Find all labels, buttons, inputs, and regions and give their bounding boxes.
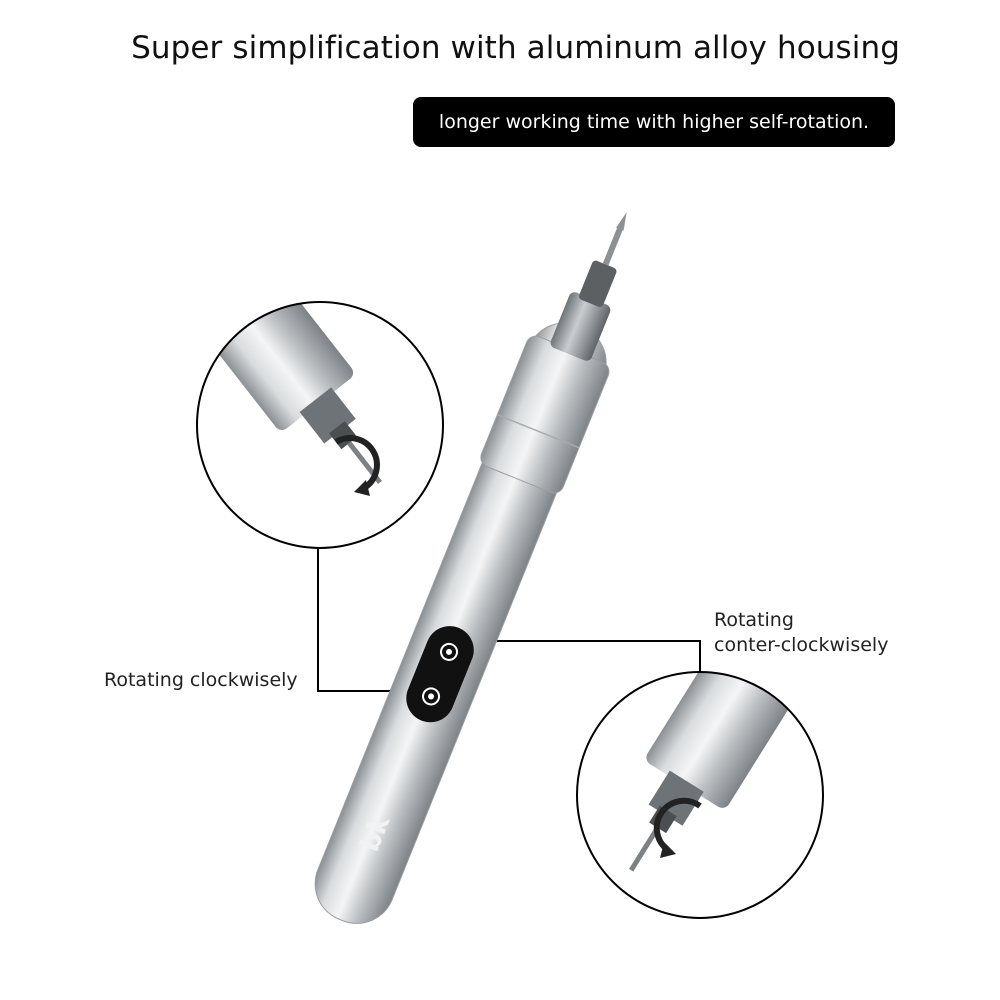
- callout-counterclockwise-line1: Rotating: [714, 609, 794, 631]
- rotate-clockwise-icon: [334, 435, 380, 496]
- screwdriver-body: bk: [314, 212, 627, 924]
- detail-circle-clockwise: [196, 301, 444, 549]
- button-icon[interactable]: [439, 642, 460, 663]
- subheadline-pill: longer working time with higher self-rot…: [413, 97, 895, 147]
- connector-line-clockwise: [317, 548, 402, 692]
- button-icon[interactable]: [421, 686, 442, 707]
- callout-counterclockwise-label: Rotating conter-clockwisely: [714, 608, 888, 658]
- headline: Super simplification with aluminum alloy…: [131, 30, 900, 66]
- connector-line-counterclockwise: [470, 640, 701, 671]
- callout-clockwise-label: Rotating clockwisely: [104, 669, 298, 691]
- rotate-counterclockwise-icon: [653, 797, 702, 858]
- detail-circle-counterclockwise: [576, 671, 824, 919]
- callout-counterclockwise-line2: conter-clockwisely: [714, 634, 889, 656]
